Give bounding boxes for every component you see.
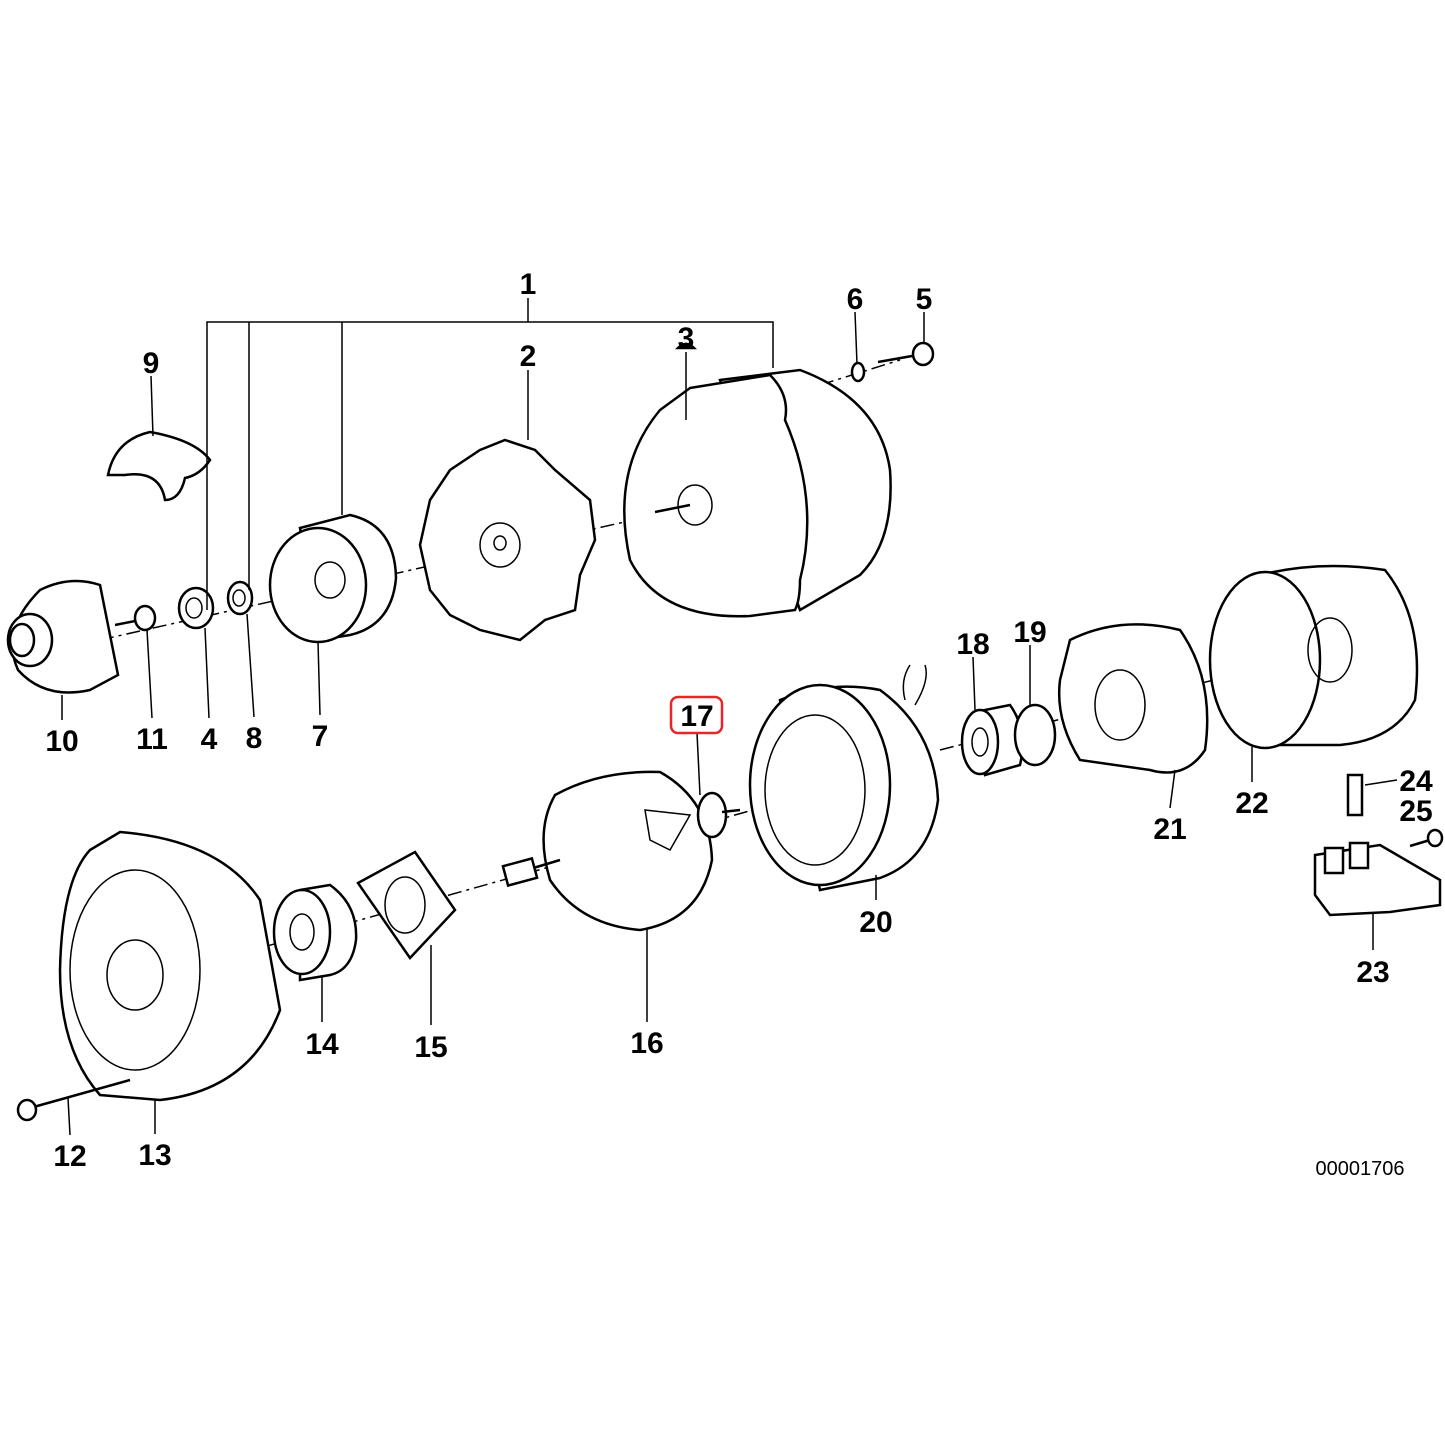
callout-18[interactable]: 18 [956,628,989,661]
part-13-slip-ring-housing [58,830,282,1102]
callout-22[interactable]: 22 [1235,787,1268,820]
diagram-reference-number: 00001706 [1316,1158,1405,1180]
part-17-slip-ring [696,791,728,839]
part-18-bearing [960,703,1024,777]
part-10-pulley [6,579,120,694]
callout-14[interactable]: 14 [305,1028,339,1061]
part-7-pulley [268,513,398,644]
callout-19[interactable]: 19 [1013,616,1046,649]
callout-4[interactable]: 4 [201,723,218,756]
callout-10[interactable]: 10 [45,725,78,758]
part-21-rectifier [1057,623,1209,774]
callout-13[interactable]: 13 [138,1139,171,1172]
part-16-rotor [501,770,741,932]
part-2-fan [418,438,597,642]
part-3-drive-end-housing [623,342,892,618]
callout-3[interactable]: 3 [678,322,695,355]
callout-6[interactable]: 6 [847,283,864,316]
callout-12[interactable]: 12 [53,1140,86,1173]
part-4-nut [177,586,215,630]
bolt-axis-line [819,359,901,386]
callout-21[interactable]: 21 [1153,813,1186,846]
callout-15[interactable]: 15 [414,1031,447,1064]
callout-23[interactable]: 23 [1356,956,1389,989]
part-25-screw [1409,828,1444,848]
callout-9[interactable]: 9 [143,347,160,380]
callout-17-highlight [669,695,724,735]
part-22-rear-housing [1208,564,1419,750]
callout-20[interactable]: 20 [859,906,892,939]
part-15-cover-plate [356,850,457,960]
callout-1[interactable]: 1 [520,268,537,301]
part-6-washer [850,361,866,383]
part-24-brush [1346,773,1364,817]
part-14-bearing [272,883,358,982]
part-5-bolt [877,341,935,367]
callout-2[interactable]: 2 [520,340,537,373]
callout-11[interactable]: 11 [136,723,168,756]
part-11-screw [114,604,157,632]
callout-25[interactable]: 25 [1399,795,1432,828]
part-19-ring [1013,703,1057,767]
callout-7[interactable]: 7 [312,720,329,753]
leader-lines [61,298,1398,1136]
part-23-regulator [1313,841,1442,917]
callout-24[interactable]: 24 [1399,765,1433,798]
part-12-bolt [16,1078,131,1122]
callout-17[interactable]: 17 [680,700,713,733]
callout-8[interactable]: 8 [246,722,263,755]
part-20-stator [748,664,940,892]
callout-5[interactable]: 5 [916,283,933,316]
part-9-cap [106,430,212,502]
callout-16[interactable]: 16 [630,1027,663,1060]
part-8-washer [226,580,254,616]
